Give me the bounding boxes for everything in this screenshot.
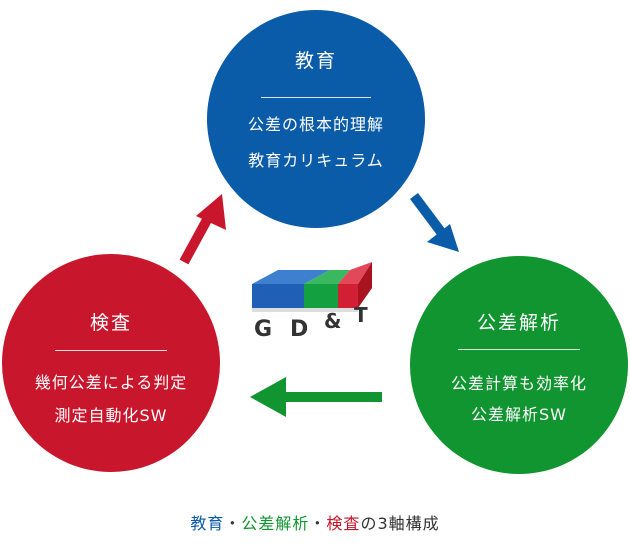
analysis-circle: 公差解析 公差計算も効率化 公差解析SW	[410, 256, 628, 474]
education-line-1: 公差の根本的理解	[247, 115, 384, 134]
arrow-analysis-to-inspection	[250, 377, 382, 417]
inspection-divider	[55, 350, 167, 351]
logo-letter-t: T	[354, 303, 368, 327]
education-circle: 教育 公差の根本的理解 教育カリキュラム	[207, 10, 425, 228]
logo-letter-g: G	[254, 317, 272, 342]
analysis-title: 公差解析	[476, 312, 561, 334]
education-line-2: 教育カリキュラム	[248, 151, 384, 170]
logo-letter-d: D	[290, 317, 308, 342]
caption-inspection: 検査	[326, 514, 361, 533]
caption: 教育・公差解析・検査の3軸構成	[0, 510, 630, 534]
caption-education: 教育	[190, 514, 225, 533]
arrow-education-to-analysis	[410, 193, 459, 252]
analysis-divider	[458, 349, 580, 350]
inspection-title: 検査	[89, 312, 132, 334]
inspection-line-2: 測定自動化SW	[54, 406, 168, 425]
analysis-line-1: 公差計算も効率化	[450, 374, 587, 393]
logo-ampersand: &	[324, 309, 341, 333]
education-divider	[261, 97, 371, 98]
arrow-inspection-to-education	[179, 194, 226, 265]
caption-rest: の3軸構成	[360, 514, 440, 533]
caption-analysis: 公差解析	[241, 514, 310, 533]
caption-separator-2: ・	[309, 514, 327, 533]
education-title: 教育	[294, 50, 337, 72]
analysis-line-2: 公差解析SW	[471, 405, 567, 424]
inspection-circle: 検査 幾何公差による判定 測定自動化SW	[2, 254, 220, 472]
inspection-line-1: 幾何公差による判定	[34, 373, 188, 392]
gdt-logo: G D & T	[252, 262, 372, 342]
caption-separator-1: ・	[224, 514, 242, 533]
